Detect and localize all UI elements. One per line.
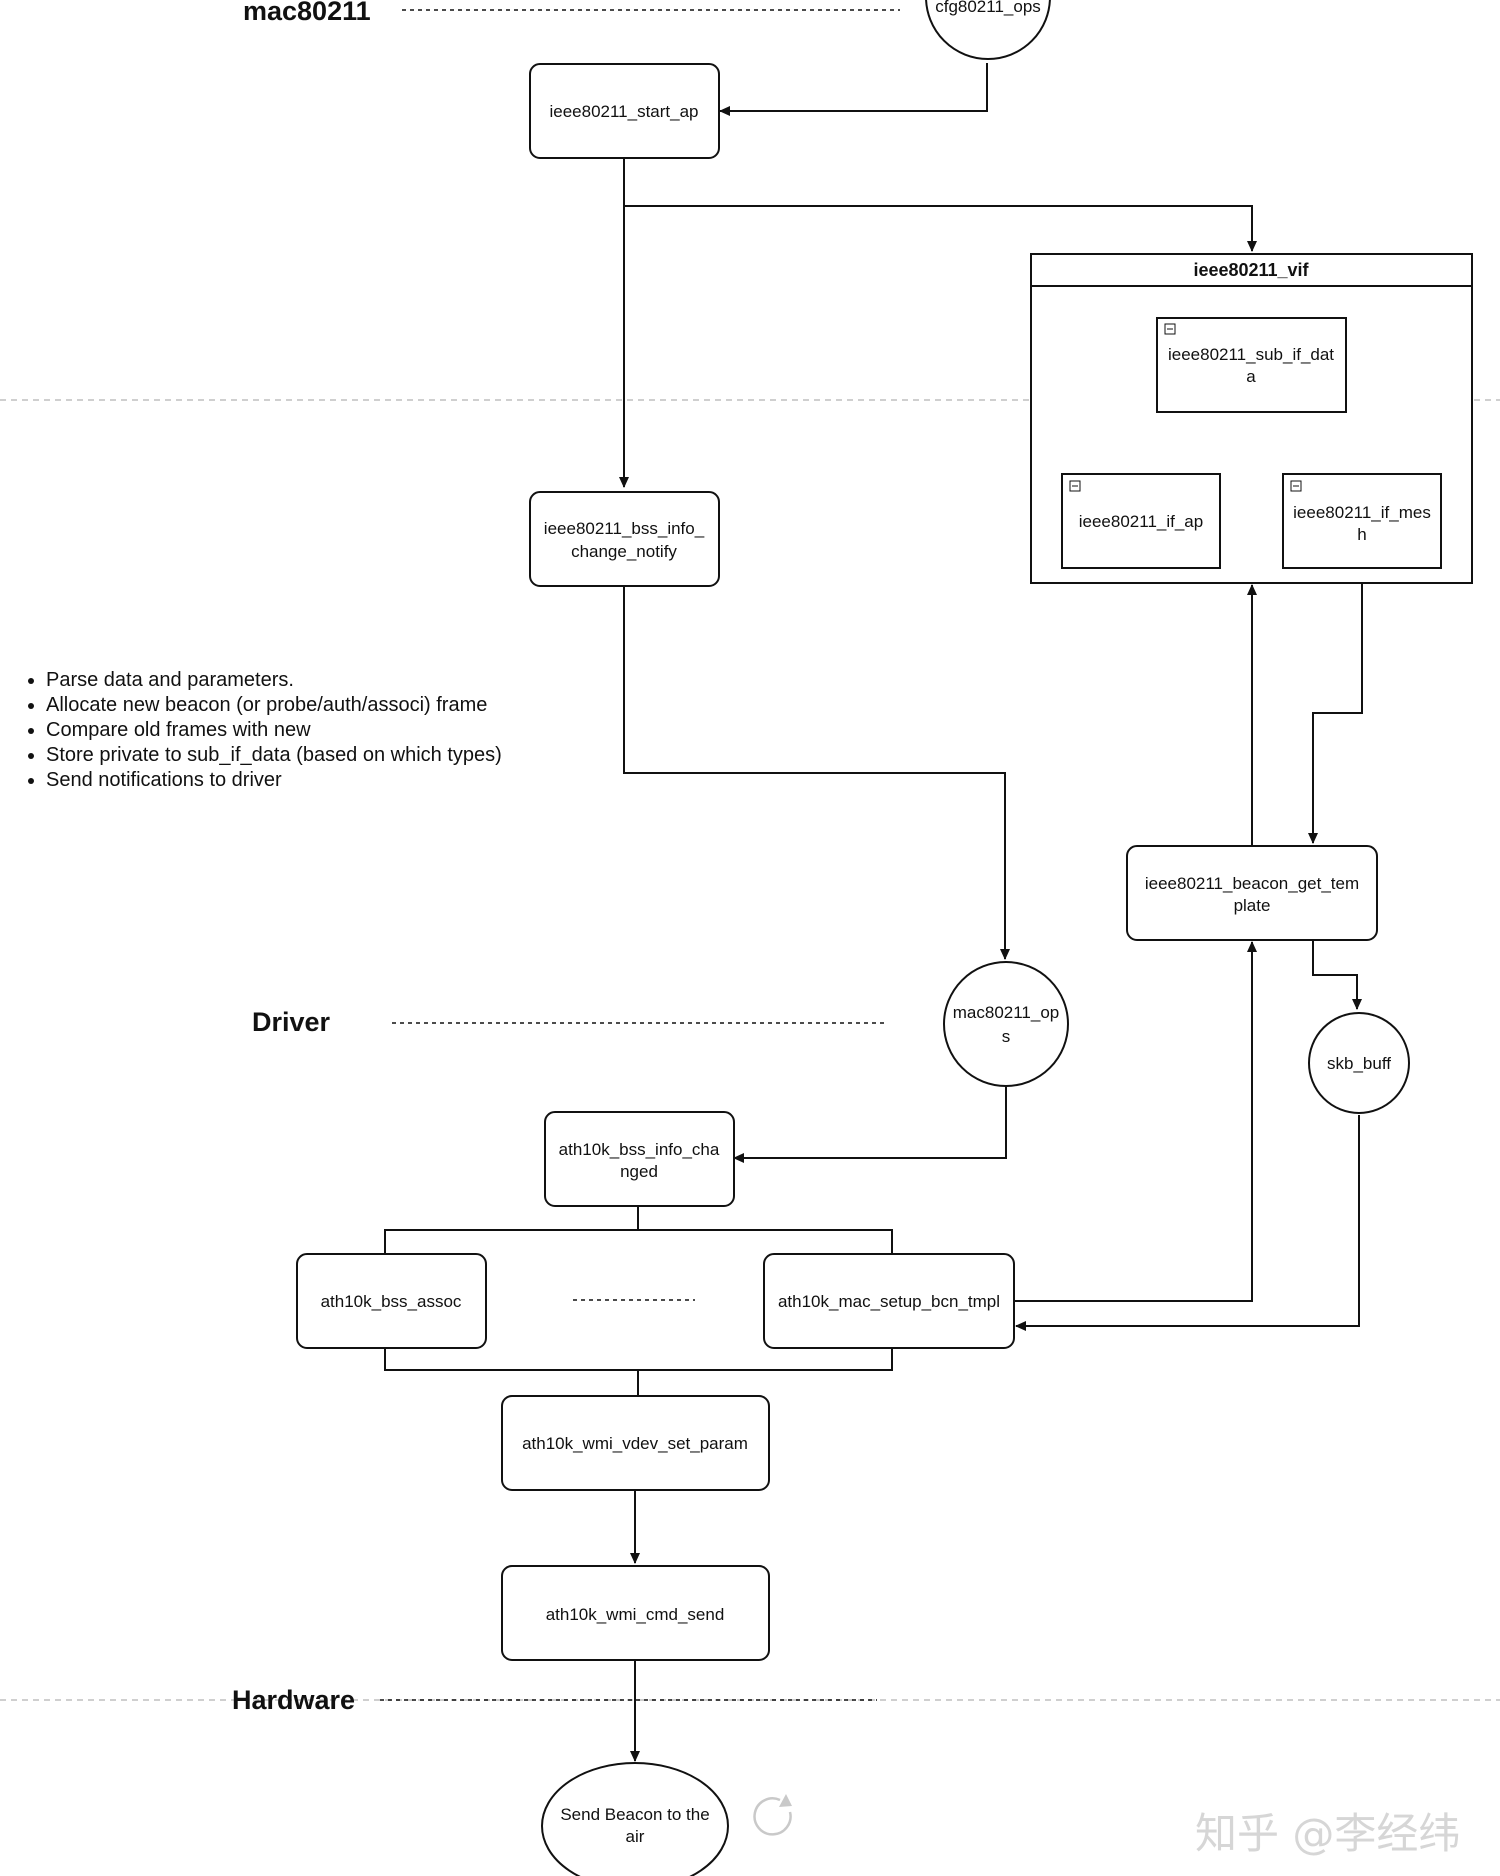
node-ath10k-bss-assoc: ath10k_bss_assoc (296, 1253, 487, 1349)
edge-bss-info-changed-fanout (384, 1207, 893, 1253)
watermark: 知乎 @李经纬 (1195, 1809, 1461, 1858)
layer-label-hardware: Hardware (232, 1685, 355, 1715)
node-ieee80211-if-ap: ieee80211_if_ap (1061, 473, 1221, 569)
svg-text:ieee80211_if_ap: ieee80211_if_ap (1079, 512, 1203, 531)
node-ieee80211-sub-if-data: ieee80211_sub_if_dat a (1156, 317, 1347, 413)
node-ieee80211-start-ap: ieee80211_start_ap (529, 63, 720, 159)
svg-text:air: air (626, 1827, 645, 1846)
svg-text:cfg80211_ops: cfg80211_ops (935, 0, 1041, 16)
svg-text:h: h (1357, 525, 1366, 544)
node-ath10k-wmi-cmd-send: ath10k_wmi_cmd_send (501, 1565, 770, 1661)
node-ieee80211-bss-info-change-notify: ieee80211_bss_info_ change_notify (529, 491, 720, 587)
svg-text:Send Beacon to the: Send Beacon to the (560, 1805, 709, 1824)
edge-bss-info-change-to-mac80211-ops (623, 587, 1010, 960)
svg-text:skb_buff: skb_buff (1327, 1054, 1391, 1073)
svg-text:ieee80211_start_ap: ieee80211_start_ap (549, 102, 698, 121)
edge-start-ap-to-vif (624, 205, 1257, 252)
layer-label-driver: Driver (252, 1007, 331, 1037)
list-item: Allocate new beacon (or probe/auth/assoc… (46, 693, 502, 718)
list-item: Compare old frames with new (46, 718, 502, 743)
list-item: Parse data and parameters. (46, 668, 502, 693)
edge-vif-to-beacon-template (1308, 584, 1363, 844)
node-cfg80211-ops: cfg80211_ops (925, 0, 1051, 60)
node-mac80211-ops: mac80211_op s (943, 961, 1069, 1087)
vif-title: ieee80211_vif (1193, 260, 1309, 280)
node-ieee80211-beacon-get-template: ieee80211_beacon_get_tem plate (1126, 845, 1378, 941)
svg-text:ath10k_wmi_vdev_set_param: ath10k_wmi_vdev_set_param (522, 1434, 748, 1453)
node-ieee80211-if-mesh: ieee80211_if_mes h (1282, 473, 1442, 569)
edge-setup-bcn-to-beacon-template (1015, 941, 1257, 1302)
svg-text:ath10k_bss_info_cha: ath10k_bss_info_cha (559, 1140, 720, 1159)
svg-text:ath10k_bss_assoc: ath10k_bss_assoc (321, 1292, 462, 1311)
list-item: Store private to sub_if_data (based on w… (46, 743, 502, 768)
svg-text:ieee80211_bss_info_: ieee80211_bss_info_ (544, 519, 705, 538)
svg-text:change_notify: change_notify (571, 542, 677, 561)
svg-text:mac80211_op: mac80211_op (953, 1003, 1060, 1022)
layer-label-mac80211: mac80211 (243, 0, 371, 26)
list-item: Send notifications to driver (46, 768, 502, 793)
svg-text:ath10k_mac_setup_bcn_tmpl: ath10k_mac_setup_bcn_tmpl (778, 1292, 1000, 1311)
svg-text:ieee80211_sub_if_dat: ieee80211_sub_if_dat (1168, 345, 1334, 364)
edge-mac80211-ops-to-bss-info-changed (733, 1087, 1007, 1163)
edge-fanin-to-vdev-set-param (384, 1347, 893, 1395)
node-send-beacon-to-the-air: Send Beacon to the air (541, 1762, 729, 1876)
notes-list: Parse data and parameters. Allocate new … (22, 668, 502, 793)
edge-beacon-template-to-skb (1312, 940, 1362, 1010)
svg-text:ieee80211_beacon_get_tem: ieee80211_beacon_get_tem (1145, 874, 1359, 893)
svg-text:s: s (1002, 1027, 1011, 1046)
edge-skb-to-setup-bcn (1015, 1115, 1360, 1331)
refresh-icon (753, 1794, 792, 1836)
svg-text:nged: nged (620, 1162, 658, 1181)
edge-cfg80211-to-start-ap (719, 63, 988, 116)
svg-text:ieee80211_if_mes: ieee80211_if_mes (1293, 503, 1431, 522)
node-ath10k-mac-setup-bcn-tmpl: ath10k_mac_setup_bcn_tmpl (763, 1253, 1015, 1349)
svg-text:plate: plate (1234, 896, 1271, 915)
node-ath10k-wmi-vdev-set-param: ath10k_wmi_vdev_set_param (501, 1395, 770, 1491)
node-skb-buff: skb_buff (1308, 1012, 1410, 1114)
svg-text:ath10k_wmi_cmd_send: ath10k_wmi_cmd_send (546, 1605, 725, 1624)
node-ath10k-bss-info-changed: ath10k_bss_info_cha nged (544, 1111, 735, 1207)
svg-text:a: a (1246, 367, 1256, 386)
